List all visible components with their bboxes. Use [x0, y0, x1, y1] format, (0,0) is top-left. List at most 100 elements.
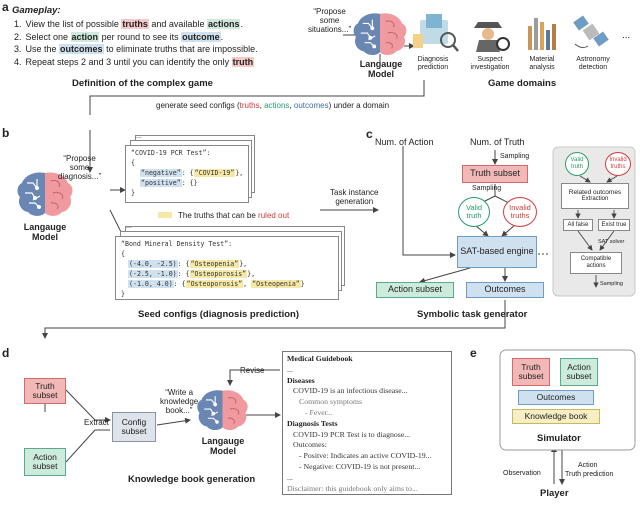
gameplay-step-text: . — [220, 31, 224, 42]
e-action-subset-box: Action subset — [560, 358, 598, 386]
detail-valid-circle: Valid truth — [565, 152, 589, 176]
task-instance-label: Task instance generation — [330, 188, 379, 207]
sat-solver-label: SAT solver — [598, 239, 625, 245]
code-brace: { — [121, 250, 125, 258]
gameplay-step-keyword: outcome — [181, 31, 221, 42]
panel-letter-b: b — [2, 126, 10, 140]
legend-swatch — [158, 212, 172, 218]
material-icon — [528, 18, 556, 50]
code-card-covid: “COVID-19 PCR Test”: { “negative”: {“COV… — [125, 145, 249, 203]
detail-sampling-label: Sampling — [600, 281, 623, 287]
extract-label: Extract — [84, 418, 109, 427]
code-range-line: (-2.5, -1.0): {“Osteoporosis”}, — [128, 270, 256, 278]
panel-e-arrows — [551, 446, 565, 485]
e-truth-subset-box: Truth subset — [512, 358, 550, 386]
detail-invalid-circle: Invalid truths — [605, 152, 631, 176]
detail-arrows — [575, 175, 618, 288]
seed-configs-label: Seed configs (diagnosis prediction) — [138, 309, 299, 320]
outcomes-box: Outcomes — [466, 282, 544, 298]
code-card-bone: “Bond Mineral Density Test”: { (-4.0, -2… — [115, 236, 339, 300]
d-action-subset-box: Action subset — [24, 448, 66, 476]
guidebook-line: Disclaimer: this guidebook only aims to.… — [287, 483, 418, 493]
d-truth-subset-box: Truth subset — [24, 378, 66, 404]
invalid-truths-circle: Invalid truths — [503, 197, 537, 227]
domain-suspect: Suspect investigation — [470, 56, 510, 72]
all-false-box: All false — [563, 219, 593, 231]
gameplay-step-keyword: outcomes — [59, 44, 104, 54]
e-outcomes-box: Outcomes — [518, 390, 594, 405]
code-title: “Bond Mineral Density Test”: — [121, 240, 233, 248]
truth-prediction-label: Truth prediction — [565, 471, 614, 478]
detective-icon — [474, 22, 510, 52]
guidebook-line: Outcomes: — [293, 440, 327, 450]
sampling-label: Sampling — [500, 153, 530, 160]
legend-ruled-out: The truths that can be ruled out — [158, 211, 289, 220]
code-brace: { — [131, 159, 135, 167]
gameplay-step-text: per round to see its — [99, 31, 182, 42]
code-negative-line: “negative”: {“COVID-19”}, — [140, 169, 244, 177]
gameplay-step-text: to eliminate truths that are impossible. — [103, 44, 258, 54]
exist-true-box: Exist true — [598, 219, 630, 231]
guidebook-line: ... — [287, 364, 293, 374]
truth-subset-box: Truth subset — [462, 165, 528, 183]
config-subset-box: Config subset — [112, 412, 156, 442]
model-label-b: Langauge Model — [23, 222, 67, 243]
panel-letter-d: d — [2, 346, 10, 360]
gameplay-step: 3.Use the outcomes to eliminate truths t… — [14, 44, 258, 54]
domain-astronomy: Astronomy detection — [576, 56, 610, 72]
code-range-line: (-1.0, 4.0): {“Osteoporosis”, “Osteopeni… — [128, 280, 305, 288]
gameplay-step-number: 3. — [14, 44, 22, 54]
gameplay-step-number: 4. — [14, 56, 22, 67]
panel-letter-c: c — [366, 127, 373, 141]
guidebook-line: ... — [287, 472, 293, 482]
valid-truth-circle: Valid truth — [458, 197, 490, 227]
observation-label: Observation — [503, 470, 541, 477]
num-truth-label: Num. of Truth — [470, 137, 525, 147]
gameplay-step: 2.Select one action per round to see its… — [14, 31, 224, 42]
gameplay-step-text: . — [240, 19, 243, 29]
code-brace: } — [121, 290, 125, 298]
num-action-label: Num. of Action — [375, 137, 434, 147]
guidebook-line: - Positve: Indicates an active COVID-19.… — [299, 451, 432, 461]
game-domains-label: Game domains — [488, 78, 557, 89]
propose-diagnosis-quote: “Propose some diagnosis...” — [58, 154, 102, 182]
e-knowledge-book-box: Knowledge book — [512, 409, 600, 424]
guidebook-line: COVID-19 is an infectious disease... — [293, 386, 408, 396]
symbolic-generator-label: Symbolic task generator — [417, 309, 528, 320]
guidebook-line: Diagnosis Tests — [287, 418, 338, 428]
code-dots: ... — [126, 223, 132, 230]
seed-config-caption: generate seed configs (truths, actions, … — [156, 101, 390, 110]
panel-c-arrows — [402, 146, 548, 284]
definition-label: Definition of the complex game — [72, 78, 213, 89]
satellite-icon — [573, 15, 609, 49]
guidebook-line: - Negative: COVID-19 is not present... — [299, 462, 421, 471]
player-label: Player — [540, 488, 569, 499]
code-dots: ... — [136, 133, 142, 140]
code-brace: } — [131, 189, 135, 197]
gameplay-title: Gameplay: — [12, 5, 61, 16]
model-label-d: Langauge Model — [201, 436, 245, 457]
gameplay-step-text: Select one — [25, 31, 71, 42]
action-subset-box: Action subset — [376, 282, 454, 298]
gameplay-step-text: and available — [148, 19, 207, 29]
gameplay-step: 1.View the list of possible truths and a… — [14, 19, 243, 29]
guidebook-line: Common symptoms — [299, 397, 363, 407]
model-label-a: Langauge Model — [359, 59, 403, 80]
gameplay-step-keyword: truths — [121, 19, 149, 29]
compatible-actions-box: Compatible actions — [570, 252, 622, 274]
guidebook-line: Diseases — [287, 375, 315, 385]
gameplay-step-keyword: truth — [231, 56, 255, 67]
brain-icon — [353, 12, 407, 56]
domain-diagnosis: Diagnosis prediction — [417, 56, 449, 72]
sampling-label: Sampling — [472, 185, 502, 192]
gameplay-step-text: View the list of possible — [25, 19, 122, 29]
code-range-line: (-4.0, -2.5): {“Osteopenia”}, — [128, 260, 248, 268]
write-knowledge-quote: “Write a knowledge book...” — [160, 388, 199, 416]
gameplay-step-text: Use the — [25, 44, 60, 54]
gameplay-step: 4.Repeat steps 2 and 3 until you can ide… — [14, 56, 255, 67]
action-label: Action — [578, 462, 598, 469]
domain-material: Material analysis — [529, 56, 555, 72]
sat-engine-box: SAT-based engine — [457, 236, 537, 268]
knowledge-book-label: Knowledge book generation — [128, 474, 256, 485]
